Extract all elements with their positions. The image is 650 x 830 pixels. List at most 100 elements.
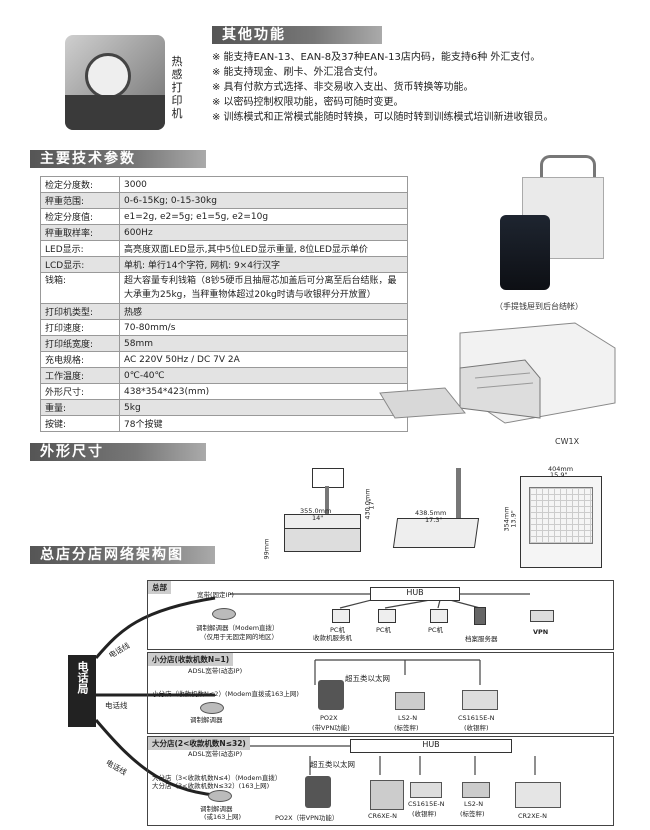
table-row: 打印纸宽度:58mm xyxy=(40,335,408,352)
table-row: 打印速度:70-80mm/s xyxy=(40,319,408,336)
dim-width-front: 355.0mm xyxy=(300,507,332,515)
other-functions-list: ※ 能支持EAN-13、EAN-8及37种EAN-13店内码，能支持6种 外汇支… xyxy=(212,50,554,125)
large-adsl: ADSL宽带(动态IP) xyxy=(188,750,243,758)
small-modem: 调制解调器 xyxy=(190,716,223,724)
small-branch-label: 小分店(收款机数N=1) xyxy=(148,653,234,666)
table-row: 检定分度值:e1=2g, e2=5g; e1=5g, e2=10g xyxy=(40,208,408,225)
top-view-drawing xyxy=(520,476,602,568)
table-row: 外形尺寸:438*354*423(mm) xyxy=(40,383,408,400)
display-head xyxy=(312,468,344,488)
large-ls2-note: (标签秤) xyxy=(460,810,485,818)
phone-bureau: 电话局 xyxy=(68,655,96,727)
person-legs xyxy=(500,215,550,290)
feature-item: ※ 具有付款方式选择、非交易收入支出、货币转换等功能。 xyxy=(212,82,474,93)
specs-table: 检定分度数:3000 秤重范围:0-6-15Kg; 0-15-30kg 检定分度… xyxy=(40,176,408,432)
hq-pc1-role: 收款机服务机 xyxy=(313,634,352,642)
cashier-scale-icon xyxy=(410,782,442,798)
dim-drawer-height: 99mm xyxy=(262,538,271,560)
small-branch-section xyxy=(147,652,614,734)
hq-label: 总部 xyxy=(148,581,171,594)
small-adsl: ADSL宽带(动态IP) xyxy=(188,667,243,675)
label-scale-icon xyxy=(462,782,490,798)
large-modem: 调制解调器 xyxy=(200,805,233,813)
dim-width-top-in: 15.9" xyxy=(550,471,568,479)
side-view-drawing xyxy=(390,468,485,568)
table-row: LCD显示:单机: 单行14个字符, 网机: 9×4行汉字 xyxy=(40,256,408,273)
cash-drawer-bag-photo xyxy=(500,155,615,290)
other-functions-title: 其他功能 xyxy=(212,26,382,44)
large-po2x: PO2X（带VPN功能） xyxy=(275,814,339,822)
large-ls2: LS2-N xyxy=(464,800,484,808)
table-row: 检定分度数:3000 xyxy=(40,176,408,193)
cash-register-icon xyxy=(515,782,561,808)
hq-server: 档案服务器 xyxy=(465,635,498,643)
display-pole xyxy=(325,486,329,514)
thermal-printer-photo xyxy=(65,35,165,130)
pc-icon xyxy=(430,609,448,623)
po2x-terminal-icon xyxy=(305,776,331,808)
table-row: 充电规格:AC 220V 50Hz / DC 7V 2A xyxy=(40,351,408,368)
vpn-device-icon xyxy=(530,610,554,622)
dim-height-front-in: 17" xyxy=(367,498,376,510)
large-note-2: 大分店（3<收款机数N≤32）(163上网) xyxy=(152,782,270,790)
cash-drawer-image xyxy=(379,322,616,424)
hq-pc3: PC机 xyxy=(428,626,443,634)
large-branch-label: 大分店(2<收款机数N≤32) xyxy=(148,737,250,750)
dim-depth-side-in: 17.3" xyxy=(425,516,443,524)
large-note-1: 大分店（3<收款机数N≤4）（Modem直拨） xyxy=(152,774,282,782)
small-po2x-note: (带VPN功能) xyxy=(312,724,350,732)
small-ethernet: 超五类以太网 xyxy=(345,674,390,683)
large-modem-note: (或163上网) xyxy=(204,813,241,821)
pc-icon xyxy=(332,609,350,623)
large-cs: CS1615E-N xyxy=(408,800,445,808)
cash-register-icon xyxy=(370,780,404,810)
small-modem-icon xyxy=(200,702,224,714)
table-row: 重量:5kg xyxy=(40,399,408,416)
front-view-drawing xyxy=(262,468,362,568)
hq-vpn: VPN xyxy=(533,628,549,636)
feature-item: ※ 能支持EAN-13、EAN-8及37种EAN-13店内码，能支持6种 外汇支… xyxy=(212,52,541,63)
side-pole xyxy=(456,468,461,520)
bag-caption: （手提钱屉到后台结帐） xyxy=(495,302,583,311)
table-row: 秤重取样率:600Hz xyxy=(40,224,408,241)
bag-handle xyxy=(540,155,596,183)
hq-modem: 调制解调器（Modem直拨） xyxy=(196,624,279,632)
large-modem-icon xyxy=(208,790,232,802)
pc-icon xyxy=(378,609,396,623)
large-branch-section xyxy=(147,736,614,826)
hq-section xyxy=(147,580,614,650)
printer-body xyxy=(65,95,165,130)
hq-modem-note: （仅用于无固定网的地区） xyxy=(200,633,278,641)
top-view-keypad xyxy=(529,487,593,544)
table-row: 打印机类型:热感 xyxy=(40,303,408,320)
hq-broadband: 宽带(固定IP) xyxy=(197,591,234,599)
dimensions-title: 外形尺寸 xyxy=(30,443,206,461)
dim-depth-side: 438.5mm xyxy=(415,509,447,517)
small-ls2: LS2-N xyxy=(398,714,418,722)
dim-width-front-in: 14" xyxy=(312,514,324,522)
drawer-body xyxy=(284,528,361,552)
large-hub: HUB xyxy=(350,739,512,753)
cashier-scale-icon xyxy=(462,690,498,710)
table-row: 钱箱:超大容量专利钱箱（8钞5硬币且抽屉芯加盖后可分离至后台结账，最大承重为25… xyxy=(40,272,408,304)
table-row: 工作温度:0℃-40℃ xyxy=(40,367,408,384)
large-ethernet: 超五类以太网 xyxy=(310,760,355,769)
network-title: 总店分店网络架构图 xyxy=(30,546,215,564)
feature-item: ※ 以密码控制权限功能，密码可随时变更。 xyxy=(212,97,404,108)
table-row: 按键:78个按键 xyxy=(40,415,408,432)
hq-modem-icon xyxy=(212,608,236,620)
large-cr6: CR6XE-N xyxy=(368,812,397,820)
dim-depth-top-in: 13.9" xyxy=(509,510,518,528)
large-cs-note: (收银秤) xyxy=(412,810,437,818)
drawer-model-label: CW1X xyxy=(555,437,580,446)
small-ls2-note: (标签秤) xyxy=(394,724,419,732)
label-scale-icon xyxy=(395,692,425,710)
hq-pc2: PC机 xyxy=(376,626,391,634)
small-cs-note: (收银秤) xyxy=(464,724,489,732)
feature-item: ※ 训练模式和正常模式能随时转换，可以随时转到训练模式培训新进收银员。 xyxy=(212,112,554,123)
feature-item: ※ 能支持现金、刷卡、外汇混合支付。 xyxy=(212,67,384,78)
hq-hub: HUB xyxy=(370,587,460,601)
phone-line-label-2: 电话线 xyxy=(105,701,128,710)
server-icon xyxy=(474,607,486,625)
printer-label: 热 感 打 印 机 xyxy=(171,55,183,120)
